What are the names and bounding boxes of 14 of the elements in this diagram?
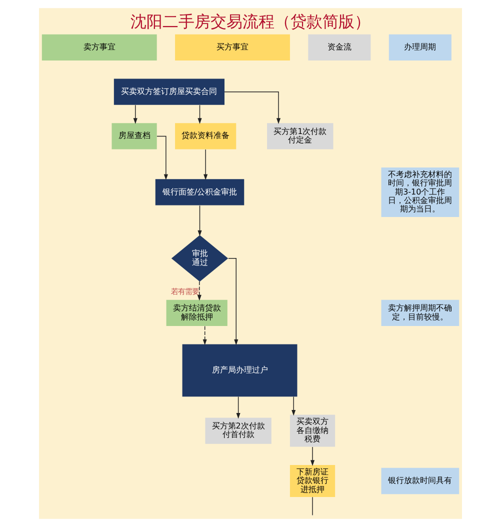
diagram-title: 沈阳二手房交易流程（贷款简版） xyxy=(130,12,370,31)
arrow xyxy=(197,104,202,124)
edge-label: 若有需要 xyxy=(170,287,198,296)
arrow xyxy=(291,396,296,416)
arrow xyxy=(236,396,240,419)
arrow xyxy=(197,205,202,236)
arrow xyxy=(310,446,314,466)
arrow xyxy=(132,104,137,124)
arrow xyxy=(196,281,201,301)
arrow xyxy=(228,258,238,346)
arrow xyxy=(224,91,280,124)
arrow xyxy=(156,136,168,180)
arrow xyxy=(202,326,206,346)
arrow xyxy=(203,149,208,180)
